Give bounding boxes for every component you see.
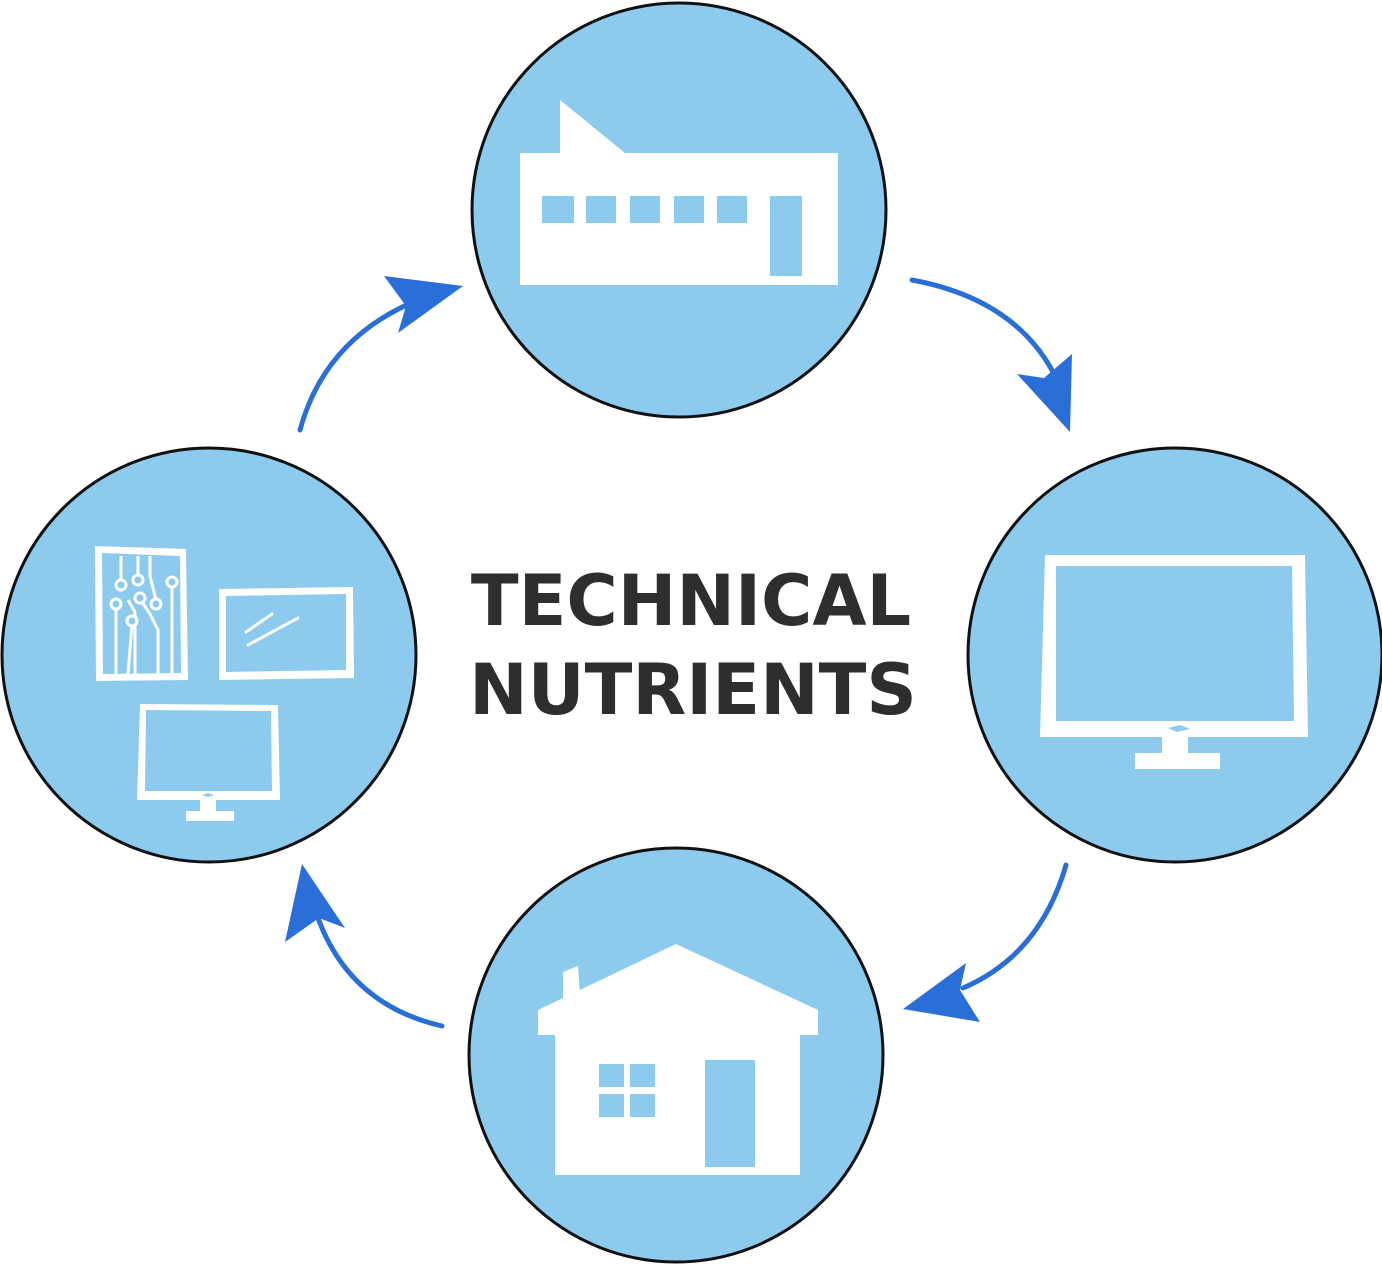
node-house <box>467 846 885 1264</box>
arrow-monitor-to-house <box>960 862 1069 991</box>
arrowhead-house <box>903 963 980 1022</box>
diagram-title-line-2: NUTRIENTS <box>469 649 917 731</box>
monitor-icon <box>1040 555 1308 769</box>
node-circle <box>966 446 1382 864</box>
arrow-heads <box>285 276 1072 1022</box>
small-monitor-icon <box>137 704 280 821</box>
arrow-house-to-components <box>315 915 445 1029</box>
arrow-components-to-factory <box>297 297 421 433</box>
arrowhead-factory <box>384 276 463 333</box>
arrow-factory-to-monitor <box>909 277 1061 385</box>
factory-icon <box>520 100 838 285</box>
glass-panel-icon <box>219 587 354 680</box>
circuit-board-icon <box>95 546 188 681</box>
node-factory <box>470 1 888 419</box>
node-monitor <box>966 446 1382 864</box>
diagram-title-line-1: TECHNICAL <box>471 560 911 642</box>
arrowhead-components <box>285 864 345 942</box>
electronic-components-icon <box>95 546 354 821</box>
arrowhead-monitor <box>1017 354 1072 432</box>
house-icon <box>538 944 818 1175</box>
cycle-arrows <box>297 277 1069 1029</box>
node-components <box>0 446 418 864</box>
